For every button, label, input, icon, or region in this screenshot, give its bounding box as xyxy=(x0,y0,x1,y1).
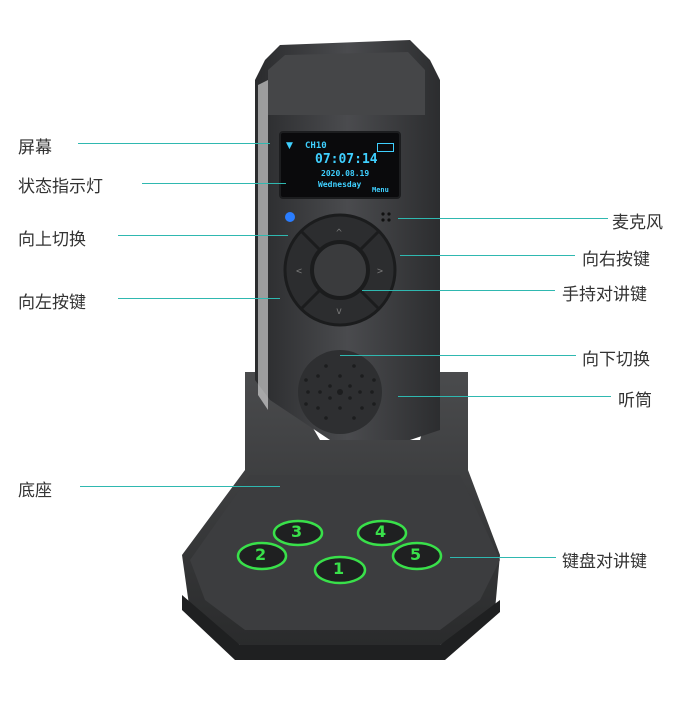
keypad-key-5-shape xyxy=(391,541,443,571)
navigation-pad: ^ < > v xyxy=(283,213,397,327)
keypad-buttons xyxy=(236,519,443,585)
display-channel: CH10 xyxy=(305,141,327,151)
svg-text:^: ^ xyxy=(336,228,342,239)
signal-icon: ▼ xyxy=(286,141,293,151)
leader-base xyxy=(80,486,280,487)
label-down-switch: 向下切换 xyxy=(582,350,650,370)
display-weekday: Wednesday xyxy=(318,180,362,189)
label-up-switch: 向上切换 xyxy=(18,230,86,250)
microphone-holes xyxy=(381,212,391,222)
svg-text:>: > xyxy=(377,266,383,277)
leader-left-key xyxy=(118,298,280,299)
leader-down-switch xyxy=(340,355,576,356)
leader-microphone xyxy=(398,218,608,219)
label-left-key: 向左按键 xyxy=(18,293,86,313)
keypad-key-2-shape xyxy=(236,541,288,571)
display-menu: Menu xyxy=(372,186,389,194)
display-time: 07:07:14 xyxy=(315,152,378,167)
leader-earpiece xyxy=(398,396,611,397)
leader-right-key xyxy=(400,255,575,256)
keypad-digit-1: 1 xyxy=(333,559,345,578)
label-screen: 屏幕 xyxy=(18,138,52,158)
leader-keypad-talk-key xyxy=(450,557,556,558)
label-microphone: 麦克风 xyxy=(612,213,663,233)
battery-icon xyxy=(377,143,394,152)
svg-text:<: < xyxy=(296,266,302,277)
keypad-digit-5: 5 xyxy=(410,545,422,564)
status-led xyxy=(285,212,295,222)
leader-status-light xyxy=(142,183,286,184)
leader-up-switch xyxy=(118,235,288,236)
earpiece-speaker xyxy=(298,350,382,434)
keypad-digit-2: 2 xyxy=(255,545,267,564)
label-earpiece: 听筒 xyxy=(618,391,652,411)
keypad-key-4-shape xyxy=(356,519,408,547)
label-handheld-talk-key: 手持对讲键 xyxy=(562,285,647,305)
leader-handheld-talk-key xyxy=(362,290,555,291)
label-status-light: 状态指示灯 xyxy=(18,177,103,197)
display-screen xyxy=(279,131,401,199)
keypad-digit-4: 4 xyxy=(375,522,387,541)
base-dock xyxy=(182,372,500,660)
label-base: 底座 xyxy=(18,481,52,501)
keypad-digit-3: 3 xyxy=(291,522,303,541)
label-keypad-talk-key: 键盘对讲键 xyxy=(562,552,647,572)
svg-text:v: v xyxy=(336,306,342,317)
keypad-key-1-shape xyxy=(313,555,367,585)
leader-screen xyxy=(78,143,270,144)
display-date: 2020.08.19 xyxy=(321,169,370,178)
label-right-key: 向右按键 xyxy=(582,250,650,270)
keypad-key-3-shape xyxy=(272,519,324,547)
